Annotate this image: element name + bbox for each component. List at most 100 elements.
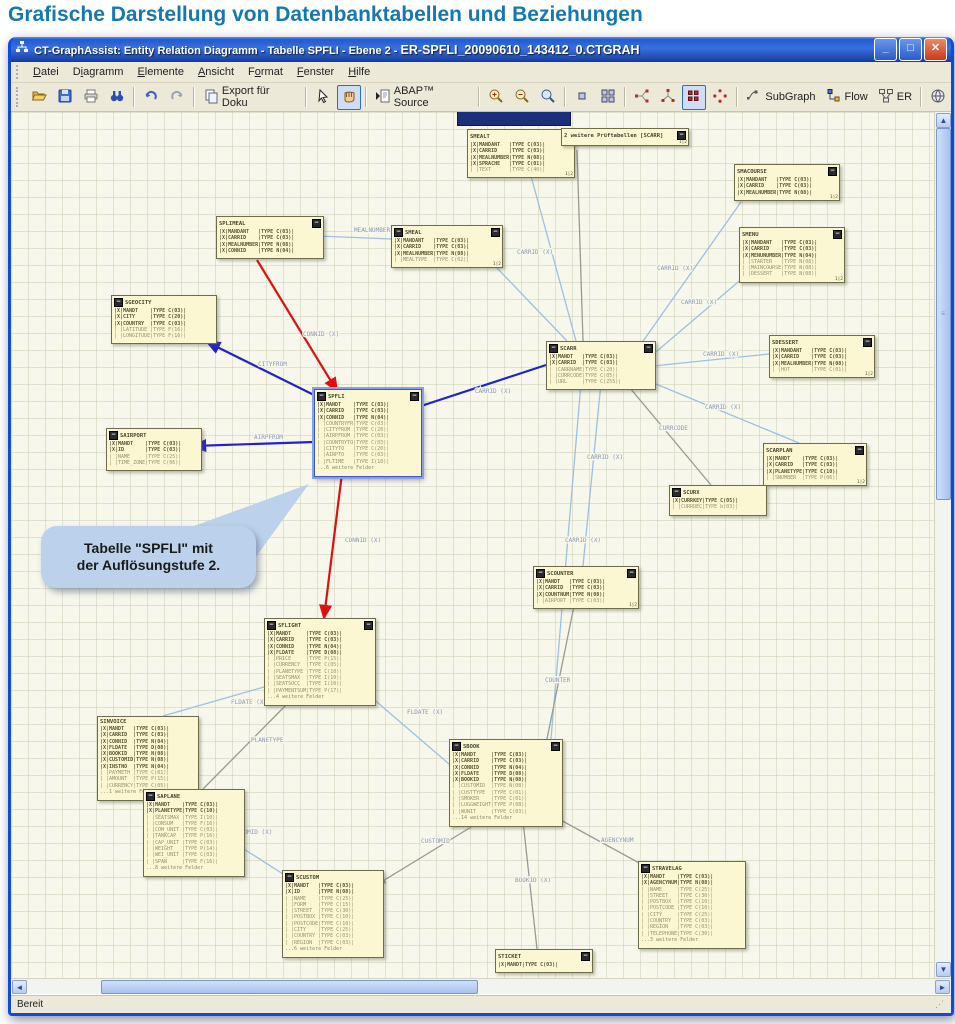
table-sbook[interactable]: –SBOOK–|X|MANDT |TYPE C(03)||X|CARRID |T…	[449, 739, 563, 827]
single-node-button[interactable]	[570, 85, 594, 110]
tile-windows-button[interactable]	[596, 85, 620, 110]
svg-text:MEALNUMBER (X): MEALNUMBER (X)	[354, 227, 405, 234]
table-smacourse[interactable]: SMACOURSE–|X|MANDANT |TYPE C(03)||X|CARR…	[734, 164, 840, 201]
flow-button[interactable]: Flow	[822, 85, 872, 110]
table-sflight[interactable]: –SFLIGHT–|X|MANDT |TYPE C(03)||X|CARRID …	[264, 618, 376, 706]
table-smenu[interactable]: SMENU–|X|MANDANT |TYPE C(03)||X|CARRID |…	[739, 227, 845, 283]
table-sdessert[interactable]: SDESSERT–|X|MANDANT |TYPE C(03)||X|CARRI…	[769, 335, 875, 379]
scroll-left-button[interactable]: ◄	[12, 980, 27, 994]
field-row: | |TEXT |TYPE C(40)|	[470, 167, 546, 174]
zoom-button[interactable]	[536, 85, 560, 110]
menu-item-ansicht[interactable]: Ansicht	[197, 66, 235, 78]
collapse-icon[interactable]: –	[581, 952, 590, 961]
collapse-icon[interactable]: –	[855, 446, 864, 455]
collapse-icon[interactable]: –	[833, 230, 842, 239]
menu-item-hilfe[interactable]: Hilfe	[348, 66, 371, 78]
table-title: SMEAL	[405, 229, 422, 236]
collapse-icon[interactable]: –	[317, 392, 326, 401]
menu-item-elemente[interactable]: Elemente	[137, 66, 184, 78]
scroll-down-button[interactable]: ▼	[936, 962, 951, 977]
save-button[interactable]	[53, 85, 77, 110]
select-tool-button[interactable]	[311, 85, 335, 110]
resize-grip[interactable]: ⋰	[935, 998, 945, 1009]
table-sinvoice[interactable]: SINVOICE|X|MANDT |TYPE C(03)||X|CARRID |…	[97, 716, 199, 801]
collapse-icon[interactable]: –	[863, 338, 872, 347]
menu-item-format[interactable]: Format	[248, 66, 283, 78]
tree-layout-button[interactable]	[630, 85, 654, 110]
zoom-in-button[interactable]	[484, 85, 508, 110]
hierarchic-layout-button[interactable]	[656, 85, 680, 110]
maximize-button[interactable]: □	[899, 38, 922, 61]
vertical-scroll-thumb[interactable]: ≡	[936, 128, 951, 500]
collapse-icon[interactable]: –	[677, 131, 686, 140]
clipped-table-top	[457, 112, 571, 126]
org-layout-icon	[660, 88, 676, 107]
table-sairport[interactable]: –SAIRPORT|X|MANDT |TYPE C(03)||X|ID |TYP…	[106, 428, 202, 472]
open-button[interactable]	[27, 85, 51, 110]
table-sgeocity[interactable]: –SGEOCITY|X|MANDT |TYPE C(03)||X|CITY |T…	[111, 295, 217, 345]
er-button[interactable]: ER	[874, 85, 916, 110]
export-doku-button[interactable]: Export für Doku	[199, 82, 301, 112]
collapse-icon[interactable]: –	[452, 742, 461, 751]
menu-item-fenster[interactable]: Fenster	[296, 66, 335, 78]
table-scounter[interactable]: –SCOUNTER–|X|MANDT |TYPE C(03)||X|CARRID…	[533, 566, 639, 610]
table-sticket[interactable]: STICKET–|X|MANDT|TYPE C(03)|	[495, 949, 593, 974]
table-scarplan[interactable]: SCARPLAN–|X|MANDT |TYPE C(03)||X|CARRID …	[763, 443, 867, 487]
info-button[interactable]	[926, 85, 950, 110]
redo-button[interactable]	[165, 85, 189, 110]
collapse-icon[interactable]: –	[146, 792, 155, 801]
grid-layout-button[interactable]	[682, 84, 707, 110]
collapse-icon[interactable]: –	[641, 864, 650, 873]
horizontal-scrollbar[interactable]: ◄ ►	[11, 978, 951, 994]
collapse-icon[interactable]: –	[627, 569, 636, 578]
collapse-icon[interactable]: –	[114, 298, 123, 307]
minimize-button[interactable]: _	[874, 38, 897, 61]
pruftabellen-note[interactable]: 2 weitere Prüftabellen [SCARR]–1|2	[561, 128, 689, 146]
title-bar[interactable]: CT-GraphAssist: Entity Relation Diagramm…	[11, 37, 951, 62]
collapse-icon[interactable]: –	[644, 344, 653, 353]
toolbar-separator	[192, 87, 195, 107]
subgraph-button[interactable]: SubGraph	[742, 85, 819, 110]
collapse-icon[interactable]: –	[549, 344, 558, 353]
collapse-icon[interactable]: –	[285, 873, 294, 882]
table-spfli[interactable]: –SPFLI–|X|MANDT |TYPE C(03)||X|CARRID |T…	[314, 389, 422, 477]
menu-item-datei[interactable]: Datei	[33, 66, 59, 78]
abap-source-button[interactable]: ABAP™ Source	[371, 82, 475, 112]
field-row: |X|MANDT |TYPE C(03)|	[109, 441, 182, 447]
close-button[interactable]: ✕	[924, 38, 947, 61]
table-splimeal[interactable]: SPLIMEAL–|X|MANDANT |TYPE C(03)||X|CARRI…	[216, 216, 324, 260]
table-stravelag[interactable]: –STRAVELAG|X|MANDT |TYPE C(03)||X|AGENCY…	[638, 861, 746, 949]
vertical-scrollbar[interactable]: ▲ ≡ ▼	[934, 112, 951, 978]
table-scurx[interactable]: –SCURX|X|CURRKEY|TYPE C(05)|| |CURRDEC|T…	[669, 485, 767, 516]
collapse-icon[interactable]: –	[828, 167, 837, 176]
table-smeal[interactable]: –SMEAL–|X|MANDANT |TYPE C(03)||X|CARRID …	[391, 225, 503, 269]
collapse-icon[interactable]: –	[536, 569, 545, 578]
collapse-icon[interactable]: –	[267, 621, 276, 630]
collapse-icon[interactable]: –	[312, 219, 321, 228]
find-button[interactable]	[105, 85, 129, 110]
collapse-icon[interactable]: –	[672, 488, 681, 497]
table-smealt[interactable]: SMEALT–|X|MANDANT |TYPE C(03)||X|CARRID …	[467, 129, 575, 179]
pan-tool-button[interactable]	[336, 84, 361, 110]
collapse-icon[interactable]: –	[410, 392, 419, 401]
field-row: |X|MANDANT |TYPE C(03)|	[470, 142, 546, 148]
collapse-icon[interactable]: –	[551, 742, 560, 751]
print-button[interactable]	[79, 85, 103, 110]
collapse-icon[interactable]: –	[109, 431, 118, 440]
collapse-icon[interactable]: –	[364, 621, 373, 630]
table-title: SCUSTOM	[296, 874, 320, 881]
menu-item-diagramm[interactable]: Diagramm	[72, 66, 124, 78]
field-row: |X|CARRID |TYPE C(03)|	[772, 354, 848, 361]
collapse-icon[interactable]: –	[394, 228, 403, 237]
table-scustom[interactable]: –SCUSTOM|X|MANDT |TYPE C(03)||X|ID |TYPE…	[282, 870, 384, 958]
collapse-icon[interactable]: –	[491, 228, 500, 237]
zoom-out-button[interactable]	[510, 85, 534, 110]
undo-button[interactable]	[139, 85, 163, 110]
scroll-right-button[interactable]: ►	[935, 980, 950, 994]
table-scarr[interactable]: –SCARR–|X|MANDT |TYPE C(03)||X|CARRID |T…	[546, 341, 656, 391]
scroll-up-button[interactable]: ▲	[936, 113, 951, 128]
horizontal-scroll-thumb[interactable]	[101, 980, 478, 994]
circular-layout-button[interactable]	[708, 85, 732, 110]
table-saplane[interactable]: –SAPLANE|X|MANDT |TYPE C(03)||X|PLANETYP…	[143, 789, 245, 877]
